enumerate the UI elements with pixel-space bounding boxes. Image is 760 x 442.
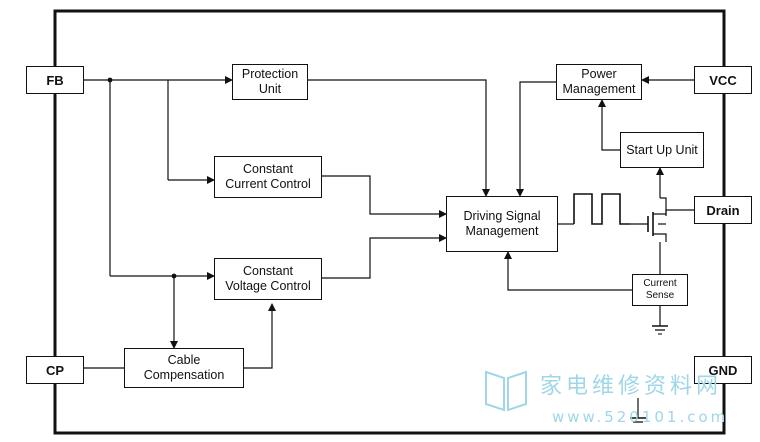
constant-current-control-block: Constant Current Control [214, 156, 322, 198]
mosfet-drain [653, 197, 667, 215]
wire-protection-driving [308, 79, 490, 197]
pin-fb: FB [26, 66, 84, 94]
constant-voltage-control-block: Constant Voltage Control [214, 258, 322, 300]
pin-drain: Drain [694, 196, 752, 224]
start-up-unit-block: Start Up Unit [620, 132, 704, 168]
pin-gnd: GND [694, 356, 752, 384]
watermark-url-text: www.520101.com [552, 408, 729, 426]
junction-dot [171, 273, 177, 279]
wire-cv-driving [322, 234, 447, 279]
watermark-chinese-text: 家电维修资料网 [540, 374, 723, 399]
pin-vcc: VCC [694, 66, 752, 94]
power-management-block: Power Management [556, 64, 642, 100]
pin-cp: CP [26, 356, 84, 384]
driving-signal-management-block: Driving Signal Management [446, 196, 558, 252]
protection-unit-block: Protection Unit [232, 64, 308, 100]
pwm-waveform [573, 193, 630, 225]
wire-power-driving [516, 81, 556, 197]
cable-compensation-block: Cable Compensation [124, 348, 244, 388]
current-sense-block: Current Sense [632, 274, 688, 306]
wire-cc-driving [322, 175, 447, 218]
wire-drain-pin [665, 209, 694, 216]
wire-cablecomp-cv [244, 303, 276, 369]
watermark-logo-icon [485, 370, 527, 412]
junction-dot [107, 77, 113, 83]
wire-sense-driving [504, 251, 632, 291]
mosfet-source [653, 233, 667, 242]
wire-startup-power [598, 99, 620, 151]
